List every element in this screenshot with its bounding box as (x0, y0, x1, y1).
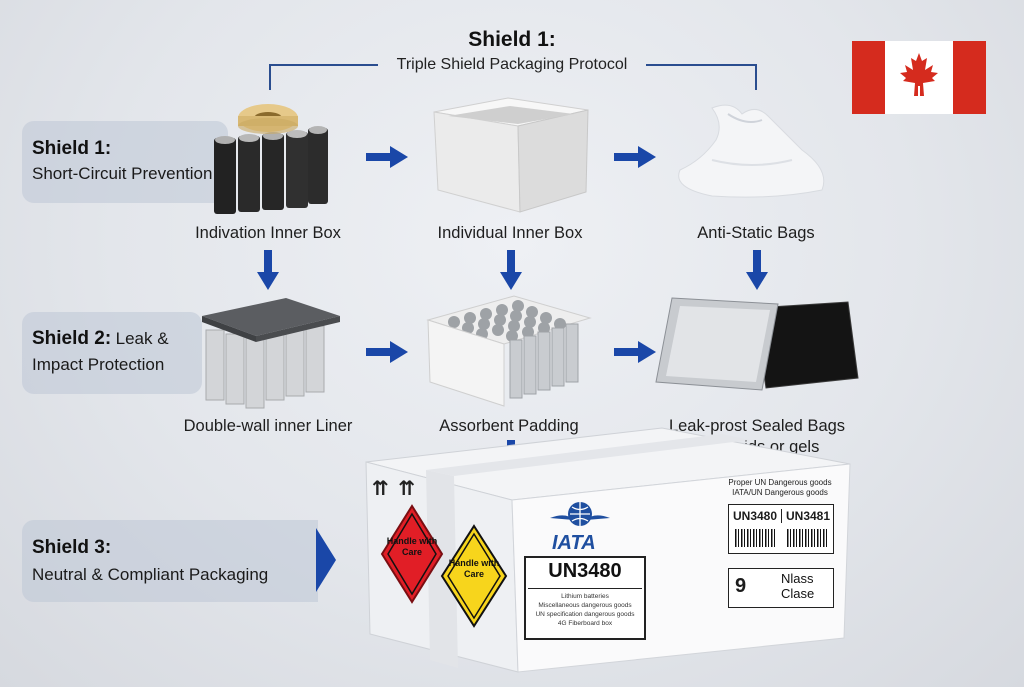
shield-1-body: Short-Circuit Prevention (32, 164, 213, 183)
header-bracket-right (646, 64, 756, 66)
hazard-yellow-text: Handle with Care (448, 558, 500, 579)
iata-logo-text: IATA (552, 532, 596, 554)
un-codes-label: UN3480 UN3481 (728, 504, 834, 554)
caption-individual-inner-box: Individual Inner Box (437, 224, 583, 242)
sealed-bags-image (652, 294, 866, 394)
shield-3-body: Neutral & Compliant Packaging (32, 565, 269, 584)
shield-2-body-inline: Leak & (115, 329, 169, 348)
orientation-arrows-label: ⇈ ⇈ (372, 478, 418, 500)
barcode-icon (735, 529, 775, 547)
maple-leaf-icon (900, 53, 938, 96)
tape-roll-icon (238, 104, 298, 134)
shield-1-title: Shield 1: (32, 138, 112, 159)
battery-cells-image (206, 98, 332, 220)
right-header-line-2: IATA/UN Dangerous goods (732, 488, 828, 497)
anti-static-bag-image (672, 100, 830, 200)
class-text-2: Clase (781, 586, 815, 601)
shield-2-body: Impact Protection (32, 355, 165, 374)
class-label: 9 Nlass Clase (728, 568, 834, 608)
shield-3-panel: Shield 3: Neutral & Compliant Packaging (22, 520, 318, 602)
header-bracket-left (270, 64, 378, 66)
main-label-line-1: Lithium batteries (561, 593, 609, 600)
page-title: Shield 1: (468, 28, 556, 51)
arrow-right-icon (366, 146, 408, 173)
shield-2-panel: Shield 2: Leak & Impact Protection (22, 312, 202, 394)
page-subtitle: Triple Shield Packaging Protocol (396, 56, 628, 73)
caption-absorbent-padding: Assorbent Padding (439, 417, 579, 435)
main-label-line-2: Miscellaneous dangerous goods (538, 602, 632, 609)
hazard-red-text: Handle with Care (386, 536, 438, 557)
right-header-line-1: Proper UN Dangerous goods (728, 478, 832, 487)
caption-double-wall-liner: Double-wall inner Liner (183, 417, 353, 435)
white-inner-box-image (428, 94, 598, 216)
header-bracket-left-drop (269, 64, 271, 90)
shield-2-title: Shield 2: (32, 328, 112, 349)
arrow-down-icon (257, 250, 279, 295)
barcode-icon (787, 529, 827, 547)
shield-3-pointer-icon (316, 528, 338, 597)
caption-indivation-inner-box: Indivation Inner Box (195, 224, 341, 242)
hazard-label-yellow (440, 524, 508, 633)
shield-1-panel: Shield 1: Short-Circuit Prevention (22, 121, 228, 203)
un-main-label: UN3480 Lithium batteries Miscellaneous d… (524, 556, 646, 640)
arrow-down-icon (500, 250, 522, 295)
un-main-code: UN3480 (548, 560, 622, 582)
canada-flag (852, 41, 986, 114)
hazard-label-red (380, 504, 444, 609)
arrow-right-icon (614, 341, 656, 368)
class-9-symbol: 9 (735, 575, 747, 597)
header-bracket-right-drop (755, 64, 757, 90)
class-text-1: Nlass (781, 571, 814, 586)
arrow-right-icon (366, 341, 408, 368)
shield-3-title: Shield 3: (32, 537, 112, 558)
un-code-2: UN3481 (781, 509, 834, 523)
absorbent-padding-box-image (424, 292, 594, 408)
right-label-header: Proper UN Dangerous goods IATA/UN Danger… (724, 478, 836, 498)
caption-anti-static-bags: Anti-Static Bags (697, 224, 815, 242)
arrow-down-icon (746, 250, 768, 295)
arrow-right-icon (614, 146, 656, 173)
caption-sealed-bags-line1: Leak-prost Sealed Bags (668, 417, 846, 435)
double-wall-liner-image (198, 296, 344, 412)
main-label-line-3: UN specification dangerous goods (535, 611, 635, 618)
main-label-line-4: 4G Fiberboard box (557, 620, 613, 627)
iata-globe-icon (550, 498, 610, 537)
un-code-1: UN3480 (732, 509, 778, 523)
